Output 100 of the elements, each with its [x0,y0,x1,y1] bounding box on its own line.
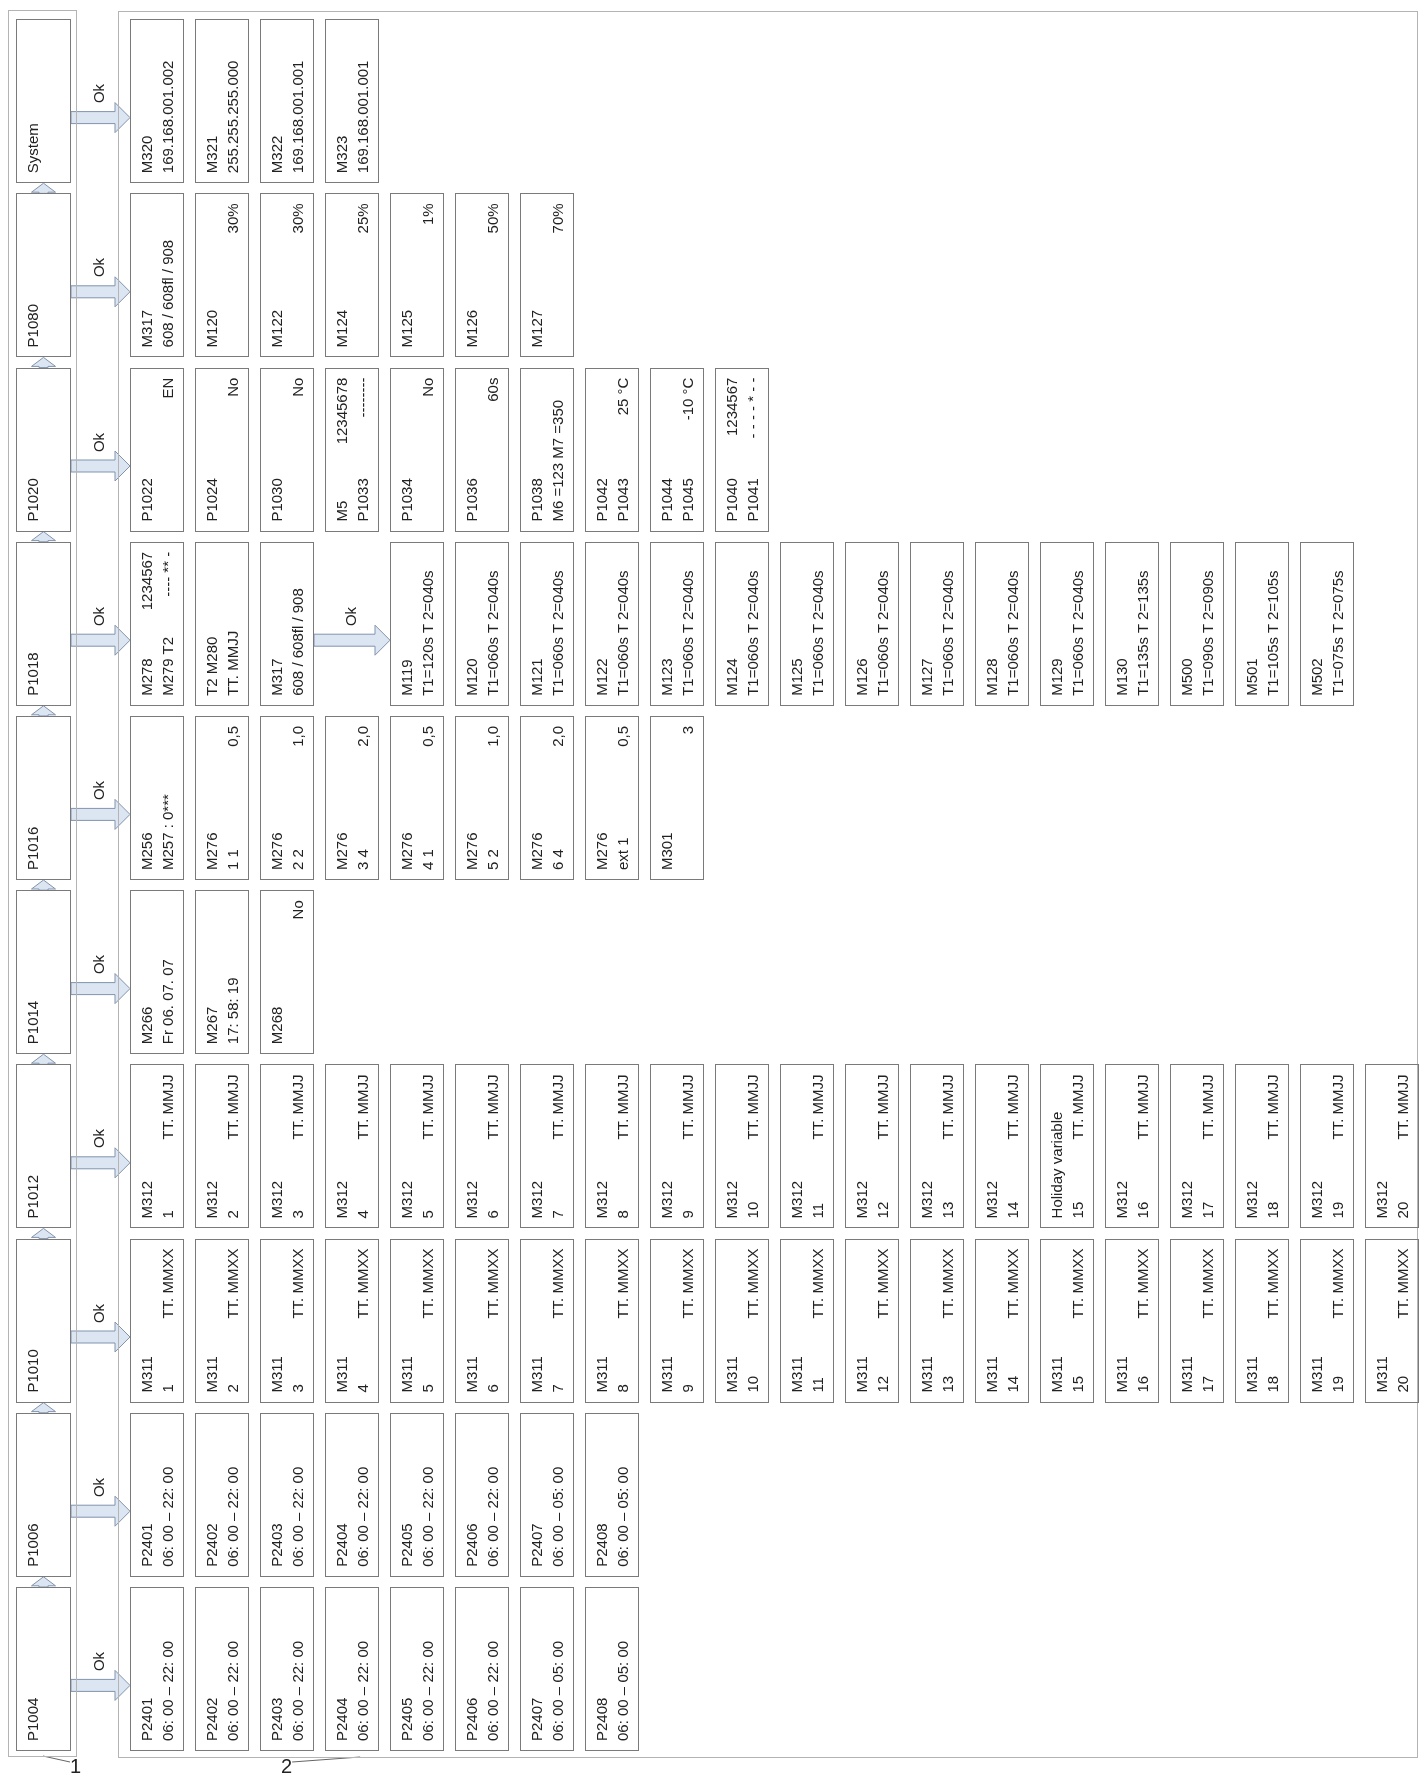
parameter-value: TT. MMXX [224,1248,241,1319]
menu-box [16,1064,71,1229]
navigation-arrow [31,356,56,369]
parameter-code: M312 [1373,1180,1390,1219]
parameter-value: 11 [809,1377,826,1393]
parameter-box [260,716,314,880]
parameter-value: 255.255.255.000 [224,60,241,174]
parameter-code: M312 [268,1180,285,1219]
parameter-code: M311 [918,1356,935,1393]
callout-number: 2 [281,1756,293,1776]
parameter-code: M276 [398,832,415,870]
parameter-value: 13 [939,1375,956,1393]
parameter-box [390,1412,444,1577]
parameter-code: M122 [593,658,610,696]
parameter-value: T1=060s T 2=040s [614,570,631,696]
parameter-code: M122 [268,309,285,348]
parameter-code: M312 [658,1180,675,1219]
parameter-box [715,541,769,706]
parameter-code: M130 [1113,658,1130,696]
parameter-box [520,1238,574,1403]
parameter-box [325,1238,379,1403]
parameter-code: P2407 [528,1697,545,1741]
menu-box [16,1412,71,1577]
ok-arrow [70,450,131,482]
parameter-value: 30% [289,203,306,234]
parameter-code: P2403 [268,1697,285,1741]
parameter-box [585,716,639,880]
parameter-value: 5 2 [484,849,501,870]
parameter-value: 4 [354,1384,371,1393]
parameter-box [520,1064,574,1229]
parameter-code: M312 [1178,1180,1195,1219]
parameter-value: 15 [1069,1375,1086,1393]
parameter-code: M276 [593,832,610,870]
parameter-code: Holiday variable [1048,1111,1065,1219]
parameter-code: M266 [138,1006,155,1045]
parameter-value: T1=075s T 2=075s [1329,570,1346,696]
parameter-value: TT. MMXX [419,1248,436,1319]
parameter-value: 14 [1004,1201,1021,1219]
navigation-arrow [31,705,56,717]
parameter-code: M311 [1308,1356,1325,1393]
parameter-value: 608 / 608fl / 908 [289,588,306,696]
parameter-value: 1234567 [723,377,740,436]
parameter-code: P1022 [138,478,155,522]
parameter-value: 06: 00 – 22: 00 [159,1466,176,1567]
parameter-code: P2406 [463,1697,480,1741]
ok-arrow [70,1669,131,1701]
parameter-value: 608 / 608fl / 908 [159,239,176,348]
parameter-code: M311 [1243,1356,1260,1393]
ok-arrow [70,798,131,830]
parameter-box [1170,541,1224,706]
parameter-box [195,541,249,706]
parameter-box [650,716,704,880]
parameter-value: 2,0 [354,726,371,747]
parameter-box [325,1064,379,1229]
parameter-box [130,716,184,880]
parameter-value: No [289,377,306,397]
parameter-value: T1=105s T 2=105s [1264,570,1281,696]
parameter-box [390,716,444,880]
parameter-value: 1234567 [138,551,155,611]
parameter-value: 3 4 [354,849,371,870]
parameter-value: T1=060s T 2=040s [874,570,891,696]
parameter-value: 1 1 [224,849,241,870]
parameter-box [325,193,379,358]
parameter-box [1170,1064,1224,1229]
parameter-code: M311 [1178,1356,1195,1393]
edge-label: Ok [91,1128,107,1150]
parameter-box [130,541,184,706]
parameter-box [780,541,834,706]
parameter-code: P2402 [203,1523,220,1567]
parameter-box [650,367,704,532]
parameter-value: 06: 00 – 05: 00 [614,1466,631,1567]
parameter-code: M312 [398,1180,415,1219]
parameter-box [390,1064,444,1229]
parameter-value: T1=060s T 2=040s [679,570,696,696]
parameter-box [1040,1064,1094,1229]
parameter-box [715,1238,769,1403]
parameter-value: No [289,900,306,920]
parameter-box [390,541,444,706]
parameter-value: 0,5 [224,726,241,747]
navigation-arrow [31,1053,56,1065]
parameter-value: 06: 00 – 22: 00 [354,1640,371,1741]
parameter-code: M311 [138,1356,155,1393]
parameter-value: 20 [1394,1201,1411,1219]
parameter-value: 16 [1134,1201,1151,1219]
parameter-box [975,1064,1029,1229]
parameter-value: 17 [1199,1375,1216,1393]
parameter-box [390,367,444,532]
parameter-code: P1036 [463,478,480,522]
parameter-value: 3 [289,1384,306,1393]
parameter-code: M125 [788,658,805,696]
menu-label: P1018 [24,652,42,696]
parameter-box [195,1238,249,1403]
parameter-value: 2 2 [289,849,306,870]
parameter-value: 13 [939,1201,956,1219]
parameter-code: M311 [983,1356,1000,1393]
parameter-box [585,1587,639,1751]
parameter-value: 4 [354,1210,371,1219]
parameter-code: M126 [463,309,480,348]
parameter-code: M502 [1308,658,1325,696]
parameter-box [520,193,574,358]
